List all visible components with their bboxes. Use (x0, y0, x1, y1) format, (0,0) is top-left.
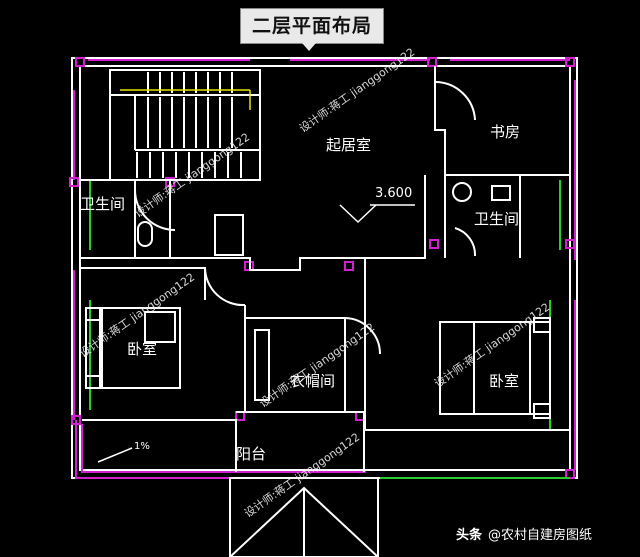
window-markers (69, 57, 576, 479)
room-label-bedroom-right: 卧室 (489, 372, 520, 390)
stair-treads (136, 72, 242, 178)
interior-walls (80, 66, 570, 557)
room-label-study: 书房 (490, 123, 521, 141)
slope-label: 1% (134, 441, 150, 452)
elevation-marker (339, 204, 415, 224)
plan-title: 二层平面布局 (240, 8, 384, 44)
elevation-label: 3.600 (375, 186, 413, 201)
slope-arrow (97, 447, 133, 463)
room-label-balcony: 阳台 (236, 445, 267, 463)
footer-prefix: 头条 (456, 528, 483, 543)
room-label-bath-right: 卫生间 (474, 210, 520, 228)
stair-arrow (120, 89, 251, 110)
title-pointer (302, 43, 316, 51)
room-label-living: 起居室 (326, 136, 372, 154)
room-label-closet: 衣帽间 (290, 372, 336, 390)
room-label-bath-left: 卫生间 (80, 195, 126, 213)
source-credit: 头条 @农村自建房图纸 (456, 524, 592, 543)
footer-text: @农村自建房图纸 (488, 528, 593, 543)
room-label-bedroom-left: 卧室 (127, 340, 158, 358)
